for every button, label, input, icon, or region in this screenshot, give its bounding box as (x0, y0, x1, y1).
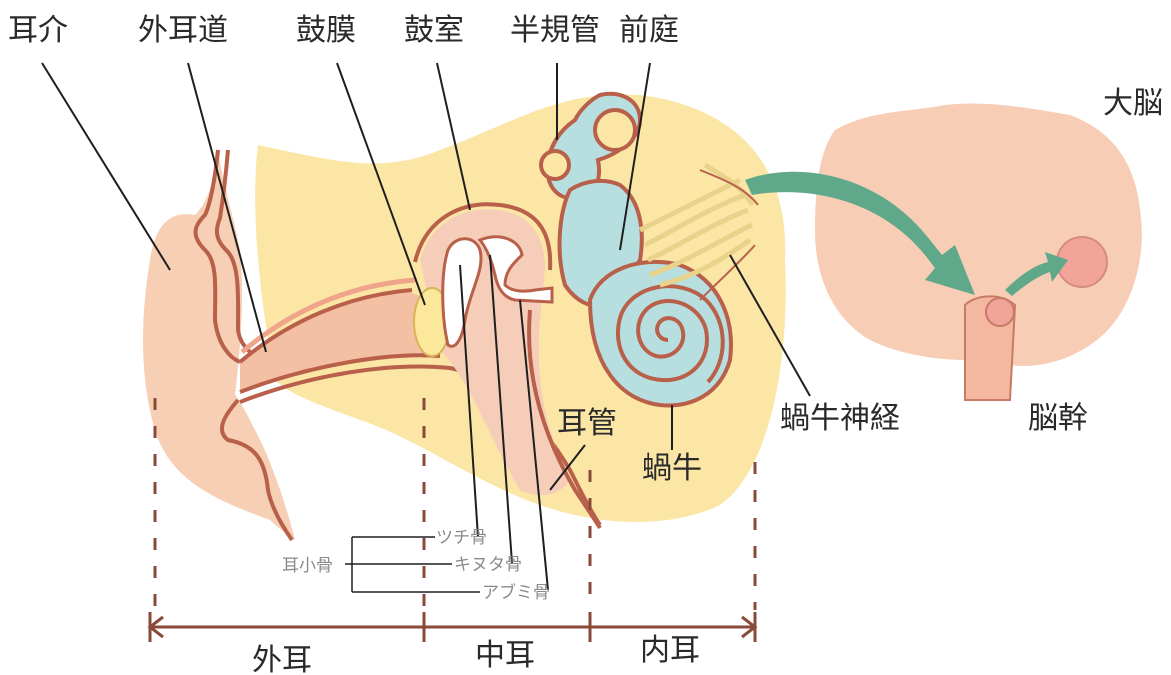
leader-pinna (42, 63, 170, 270)
label-incus: キヌタ骨 (454, 555, 522, 575)
brainstem-center (986, 298, 1014, 326)
label-ossicles: 耳小骨 (282, 556, 333, 576)
label-eardrum: 鼓膜 (296, 13, 356, 48)
label-outer-ear: 外耳 (252, 643, 312, 675)
label-semicircular-canals: 半規管 (510, 13, 600, 48)
label-eustachian-tube: 耳管 (557, 406, 617, 441)
label-pinna: 耳介 (8, 13, 68, 48)
label-brainstem: 脳幹 (1028, 401, 1088, 436)
label-malleus: ツチ骨 (436, 528, 487, 548)
label-cochlea: 蝸牛 (642, 451, 702, 486)
label-tympanic-cavity: 鼓室 (404, 13, 464, 48)
label-cerebrum: 大脳 (1103, 86, 1163, 121)
semicircular-canal-loop-2 (541, 151, 569, 179)
label-ear-canal: 外耳道 (138, 13, 228, 48)
label-inner-ear: 内耳 (640, 633, 700, 668)
label-stapes: アブミ骨 (482, 582, 550, 603)
label-cochlear-nerve: 蝸牛神経 (780, 401, 900, 436)
label-vestibule: 前庭 (619, 13, 679, 48)
label-middle-ear: 中耳 (475, 638, 535, 673)
semicircular-canal-loop (595, 110, 635, 150)
